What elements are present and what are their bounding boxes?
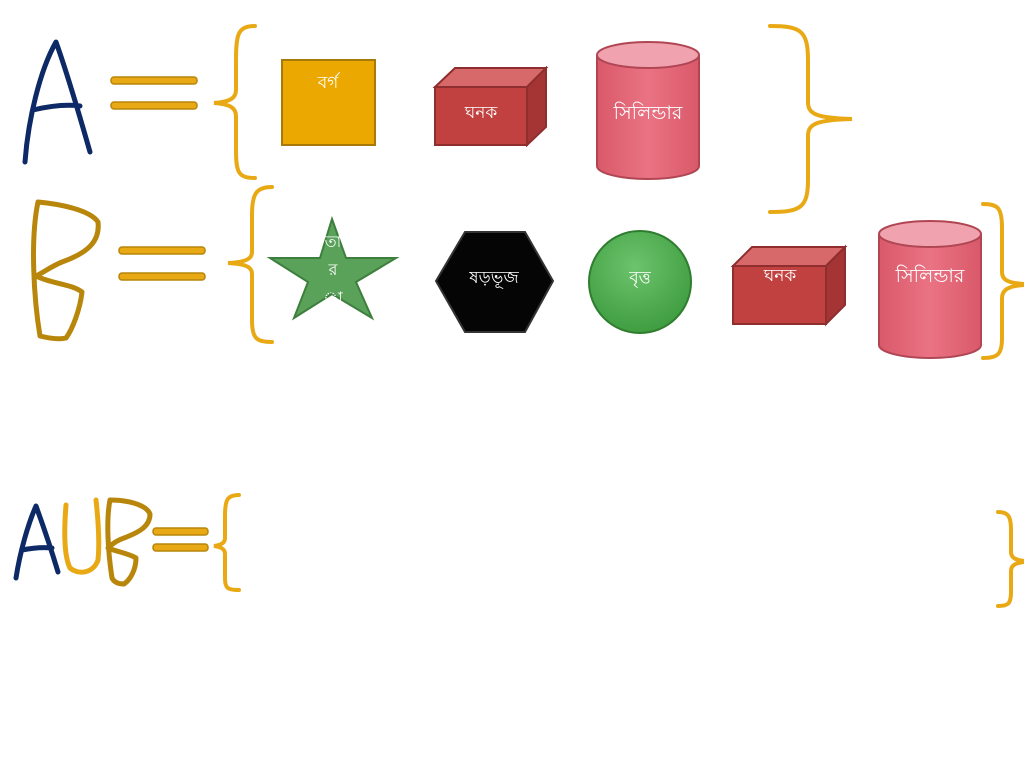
union-right-brace bbox=[996, 510, 1024, 608]
set-a-equals-sign bbox=[110, 76, 198, 110]
set-b-hexagon-shape: ষড়ভূজ bbox=[434, 231, 555, 333]
set-b-star-label-line1: তা bbox=[324, 232, 342, 251]
union-symbol-b bbox=[105, 497, 153, 587]
set-b-hexagon-label: ষড়ভূজ bbox=[468, 268, 519, 288]
set-a-symbol-a bbox=[22, 39, 93, 165]
set-b-cylinder-shape: সিলিন্ডার bbox=[878, 220, 982, 359]
union-symbol-a bbox=[13, 503, 61, 581]
set-a-square-label: বর্গ bbox=[317, 72, 341, 93]
union-left-brace bbox=[213, 493, 241, 592]
set-b-circle-label: বৃত্ত bbox=[628, 268, 651, 288]
set-a-left-brace bbox=[213, 24, 257, 180]
union-row bbox=[13, 493, 1024, 608]
set-b-star-label-line3: া bbox=[323, 288, 343, 307]
set-a-row: বর্গ ঘনক সিলিন্ডার bbox=[22, 24, 853, 214]
set-a-cube-shape: ঘনক bbox=[432, 65, 549, 148]
set-a-cylinder-shape: সিলিন্ডার bbox=[596, 41, 700, 180]
set-b-left-brace bbox=[227, 185, 274, 344]
set-b-star-label-line2: র bbox=[328, 260, 339, 279]
union-symbol-u bbox=[62, 497, 102, 575]
set-b-cube-label: ঘনক bbox=[763, 266, 798, 286]
set-b-cube-shape: ঘনক bbox=[730, 244, 848, 327]
union-equals-sign bbox=[152, 527, 209, 552]
set-b-equals-sign bbox=[118, 246, 206, 281]
set-b-symbol-b bbox=[31, 199, 101, 342]
set-b-right-brace bbox=[981, 202, 1024, 360]
set-a-square-shape: বর্গ bbox=[281, 59, 376, 146]
set-a-cylinder-label: সিলিন্ডার bbox=[613, 102, 683, 124]
set-b-star-shape: তা র া bbox=[266, 215, 400, 321]
set-b-cylinder-label: সিলিন্ডার bbox=[895, 265, 965, 287]
set-a-right-brace bbox=[768, 24, 853, 214]
set-a-cube-label: ঘনক bbox=[464, 103, 499, 123]
set-b-circle-shape: বৃত্ত bbox=[588, 230, 692, 334]
set-b-row: তা র া ষড়ভূজ বৃত্ত ঘনক সিলিন্ডার bbox=[31, 185, 1024, 360]
